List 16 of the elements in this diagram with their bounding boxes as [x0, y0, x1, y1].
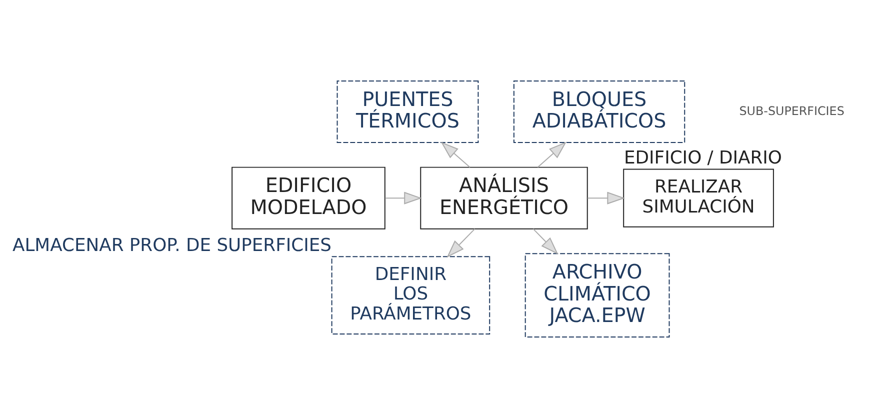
node-label: ALMACENAR PROP. DE SUPERFICIES	[12, 234, 332, 256]
node-box: BLOQUES ADIABÁTICOS	[513, 80, 686, 142]
arrow	[440, 141, 470, 168]
label: SUB-SUPERFICIES	[739, 103, 844, 118]
node-box: PUENTES TÉRMICOS	[336, 80, 479, 142]
node-label: EDIFICIO / DIARIO	[624, 147, 782, 168]
arrow	[446, 228, 476, 258]
arrow	[384, 191, 422, 204]
arrow	[532, 228, 558, 254]
arrow	[587, 191, 626, 204]
arrow	[537, 141, 567, 168]
node-box: EDIFICIO MODELADO	[232, 166, 386, 229]
node-box: ARCHIVO CLIMÁTICO JACA.EPW	[524, 252, 670, 338]
node-box: DEFINIR LOS PARÁMETROS	[331, 256, 490, 334]
node-box: ANÁLISIS ENERGÉTICO	[420, 166, 588, 229]
node-box: REALIZAR SIMULACIÓN	[623, 168, 774, 227]
